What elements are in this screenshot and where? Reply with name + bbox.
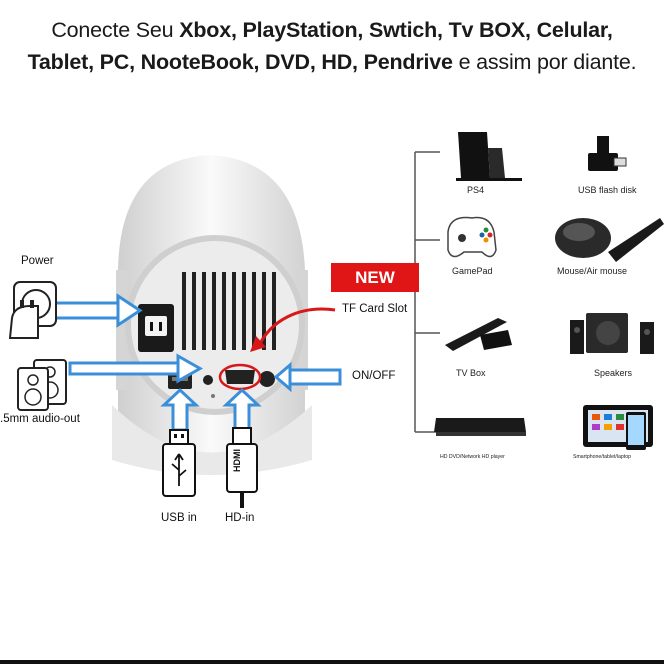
headline-prefix: Conecte Seu: [51, 18, 180, 42]
hdmi-plug-icon: [226, 427, 258, 508]
usb-in-label: USB in: [161, 512, 197, 524]
tf-slot-highlight: [218, 363, 262, 391]
dvd-player-label: HD DVD/Network HD player: [440, 454, 505, 460]
power-socket: [138, 304, 174, 352]
usb-flash-disk-icon: [588, 136, 627, 171]
audio-jack: [203, 375, 213, 385]
usb-flash-disk-label: USB flash disk: [578, 185, 637, 195]
gamepad-icon: [447, 216, 497, 258]
tf-pointer-arrow: [256, 307, 336, 349]
hdmi-port: [225, 370, 255, 384]
audio-speaker-icon: [17, 359, 67, 411]
device-bracket: [414, 151, 440, 433]
bottom-border: [0, 660, 664, 664]
ps4-icon: [456, 132, 522, 181]
mouse-icon: [555, 218, 664, 262]
headline-line-2: Tablet, PC, NooteBook, DVD, HD, Pendrive…: [0, 50, 664, 75]
hdmi-plug-label: HDMI: [232, 449, 242, 472]
speakers-label: Speakers: [594, 368, 633, 378]
tf-card-slot-label: TF Card Slot: [342, 303, 408, 315]
speakers-icon: [570, 313, 654, 354]
arrows: [53, 293, 342, 432]
smartphone-tablet-laptop-icon: [583, 405, 653, 450]
usb-plug-icon: [162, 429, 196, 497]
headline-devices-2: Tablet, PC, NooteBook, DVD, HD, Pendrive: [27, 50, 453, 74]
tv-box-label: TV Box: [456, 368, 486, 378]
headline-line-1: Conecte Seu Xbox, PlayStation, Swtich, T…: [0, 18, 664, 43]
vent-grill: [182, 272, 276, 350]
indicator-light: [211, 394, 215, 398]
gamepad-label: GamePad: [452, 266, 493, 276]
power-label: Power: [21, 255, 54, 267]
new-badge: NEW: [331, 263, 419, 292]
mouse-label: Mouse/Air mouse: [557, 266, 628, 276]
smartphone-label: Smartphone/tablet/laptop: [573, 454, 631, 460]
dvd-player-icon: [434, 418, 526, 436]
hd-in-label: HD-in: [225, 512, 255, 524]
power-plug-icon: [8, 281, 57, 339]
on-off-label: ON/OFF: [352, 370, 396, 382]
headline-devices-1: Xbox, PlayStation, Swtich, Tv BOX, Celul…: [179, 18, 613, 42]
tf-pointer-arrowhead: [250, 336, 266, 352]
headline-suffix: e assim por diante.: [452, 50, 637, 74]
audio-out-label: .5mm audio-out: [0, 413, 80, 425]
ps4-label: PS4: [467, 185, 485, 195]
tv-box-icon: [445, 318, 512, 351]
power-button: [259, 371, 275, 387]
